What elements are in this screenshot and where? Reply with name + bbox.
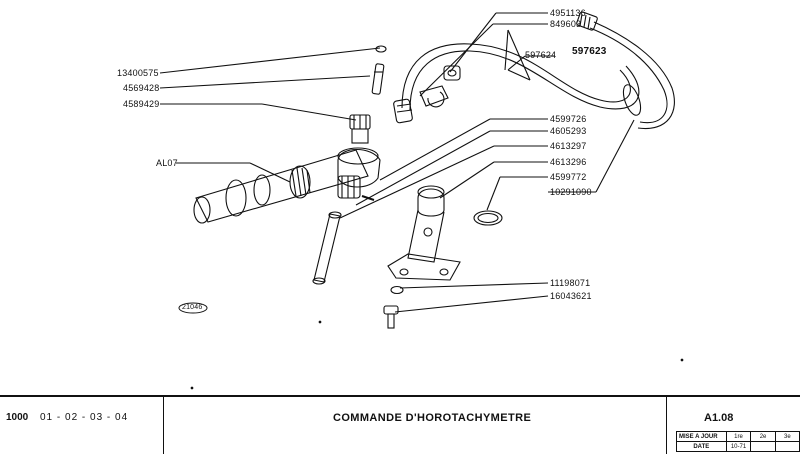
- leader-4569428: [159, 75, 371, 89]
- label-4951136: 4951136: [550, 8, 586, 18]
- label-4589429: 4589429: [123, 99, 160, 109]
- pin-4605293: [361, 195, 375, 201]
- date-value: 10-71: [725, 441, 752, 452]
- cable-end-right: [576, 11, 598, 31]
- o-ring: [473, 210, 503, 226]
- revision-table: MISE A JOUR 1re 2e 3e DATE 10-71: [676, 431, 800, 452]
- title-divider-left: [163, 395, 164, 454]
- housing: [337, 148, 381, 188]
- date-col-3: [774, 441, 800, 452]
- label-4613296: 4613296: [550, 157, 587, 167]
- label-597623: 597623: [572, 46, 607, 57]
- label-4599726: 4599726: [550, 114, 587, 124]
- bearing-body: [387, 185, 461, 281]
- label-16043621: 16043621: [550, 291, 592, 301]
- cable-tie: [622, 84, 642, 116]
- title-divider-right: [666, 395, 667, 454]
- label-849603: 849603: [550, 19, 582, 29]
- revision-col-1: 1re: [725, 431, 752, 442]
- cable-clip: [419, 85, 449, 107]
- title-block: [0, 395, 800, 456]
- cable-outline-b: [409, 50, 640, 111]
- stamp-label: 21046: [182, 304, 203, 311]
- cable-grommet: [443, 65, 461, 81]
- washer-13400575: [375, 45, 387, 53]
- screw-16043621: [383, 305, 399, 329]
- sheet-code: A1.08: [704, 412, 734, 424]
- label-4569428: 4569428: [123, 83, 160, 93]
- group-numbers: 01 - 02 - 03 - 04: [40, 412, 129, 423]
- leader-16043621: [394, 295, 549, 313]
- stamp-outline: [178, 302, 208, 314]
- revision-col-2: 2e: [750, 431, 776, 442]
- label-AL07: AL07: [156, 158, 178, 168]
- vehicle-reference: 1000: [6, 412, 29, 423]
- pin-4569428: [371, 63, 385, 95]
- label-10291090: 10291090: [550, 187, 592, 197]
- exploded-view-drawing: [159, 11, 684, 390]
- revision-col-3: 3e: [774, 431, 800, 442]
- date-col-2: [750, 441, 776, 452]
- worm-gear: [289, 165, 311, 199]
- label-4599772: 4599772: [550, 172, 587, 182]
- date-label: DATE: [676, 441, 727, 452]
- shaft-collar: [225, 179, 247, 217]
- label-4613297: 4613297: [550, 141, 587, 151]
- page-title: COMMANDE D'HOROTACHYMETRE: [333, 412, 532, 424]
- label-13400575: 13400575: [117, 68, 159, 78]
- label-11198071: 11198071: [550, 278, 591, 288]
- driven-gear: [337, 175, 361, 199]
- cable-right-b: [593, 21, 675, 130]
- leader-11198071: [399, 282, 549, 289]
- cable-right-a: [589, 27, 668, 124]
- label-597624: 597624: [525, 50, 557, 60]
- mise-a-jour-label: MISE A JOUR: [676, 431, 727, 442]
- leader-13400575: [159, 47, 381, 74]
- washer-11198071: [390, 285, 404, 295]
- label-4605293: 4605293: [550, 126, 587, 136]
- spindle-4613297: [313, 213, 341, 283]
